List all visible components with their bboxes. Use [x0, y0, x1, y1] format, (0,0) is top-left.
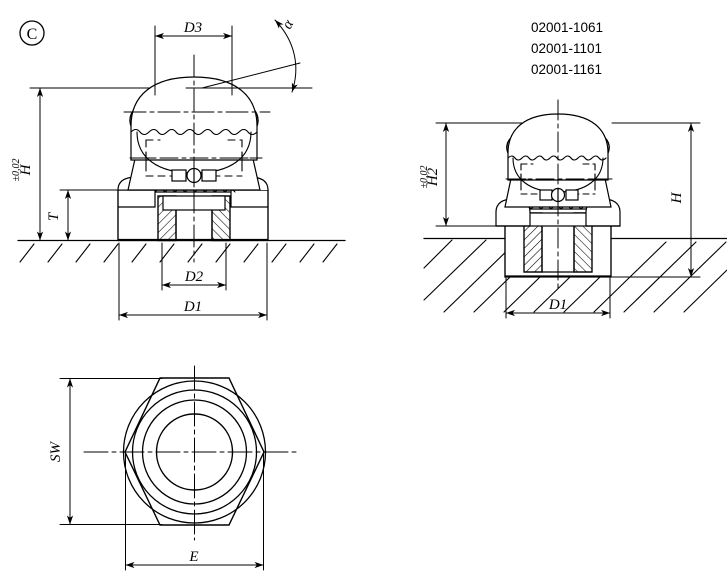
- dimension-label-h-tolerance: ±0,02: [11, 159, 22, 182]
- pivot-detail-side: [539, 187, 579, 203]
- part-number-item: 02001-1161: [531, 62, 602, 77]
- dimension-d1-side: D1: [505, 277, 611, 319]
- front-sectional-view: D3 α H ±0,02 T D2: [11, 16, 346, 321]
- dimension-sw: SW: [48, 378, 163, 525]
- dimension-label-h2: H2: [425, 167, 441, 187]
- dimension-label-h: H: [18, 163, 34, 176]
- part-number-list: 02001-1061 02001-1101 02001-1161: [531, 20, 603, 77]
- hidden-socket-lines: [145, 139, 243, 177]
- pivot-detail: [171, 167, 217, 184]
- detail-mark-c: C: [19, 20, 45, 46]
- dimension-e: E: [125, 451, 264, 571]
- dimension-label-d3: D3: [183, 20, 202, 36]
- dimension-label-sw: SW: [48, 441, 64, 463]
- side-sectional-view: H2 ±0,02 H D1: [419, 99, 727, 319]
- dimension-label-d2: D2: [184, 269, 204, 285]
- dimension-h-side: H: [611, 122, 701, 278]
- dimension-d3: D3: [154, 20, 233, 96]
- detail-mark-label: C: [27, 26, 38, 43]
- dimension-d1: D1: [118, 242, 268, 321]
- dimension-label-d1: D1: [183, 299, 202, 315]
- dimension-label-t: T: [46, 211, 62, 221]
- dimension-label-d1-side: D1: [548, 297, 567, 313]
- dimension-d2: D2: [161, 242, 227, 291]
- dimension-h: H ±0,02: [11, 87, 151, 241]
- dimension-h2: H2 ±0,02: [419, 122, 523, 227]
- part-number-item: 02001-1101: [531, 41, 602, 56]
- dimension-label-h-side: H: [669, 191, 685, 204]
- part-number-item: 02001-1061: [531, 20, 603, 35]
- dimension-label-e: E: [188, 549, 198, 565]
- dimension-label-h2-tolerance: ±0,02: [419, 166, 430, 189]
- bottom-hexagon-view: SW E: [48, 365, 301, 571]
- dimension-t: T: [46, 189, 161, 241]
- ground-hatch: [17, 239, 346, 263]
- dimension-label-alpha: α: [279, 16, 297, 31]
